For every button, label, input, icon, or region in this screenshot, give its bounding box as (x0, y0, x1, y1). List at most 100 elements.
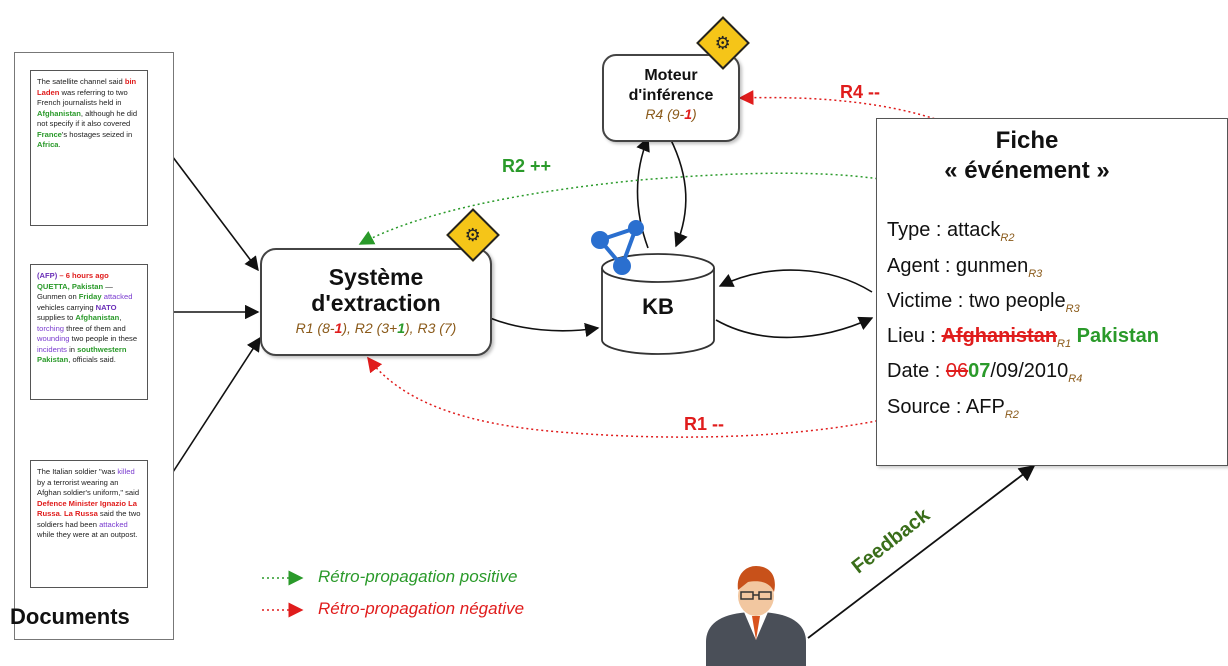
event-record-card: Fiche « événement » Type : attackR2 Agen… (876, 118, 1228, 466)
doc3-entity-minister: Defence Minister Ignazio La Russa (37, 498, 138, 519)
doc2-text-2: — Gunmen on (37, 281, 113, 302)
arrow-doc3-extraction (159, 336, 261, 493)
doc2-text-10: , officials said. (68, 355, 116, 364)
doc2-text-9: in (66, 344, 78, 354)
doc3-text-2: by a terrorist wearing an Afghan soldier… (37, 477, 140, 498)
field-source-value: Source : AFP (887, 396, 1005, 418)
field-agent-value: Agent : gunmen (887, 255, 1029, 277)
arrow-kb-fiche (715, 316, 874, 339)
arrow-kb-moteur (636, 136, 650, 249)
doc3-text-3: . (59, 509, 65, 518)
moteur-title-2: d'inférence (628, 87, 714, 104)
field-source-rule: R2 (1004, 409, 1019, 421)
field-type-value: Type : attack (887, 219, 1001, 241)
fiche-title-2: « événement » (944, 157, 1110, 184)
doc2-entity-quetta: QUETTA, Pakistan (37, 281, 104, 291)
rule-r2-delta: 1 (397, 320, 405, 336)
field-date: Date : 0607/09/2010R4 (887, 360, 1082, 385)
field-date-old: 06 (945, 360, 969, 382)
rule-r1-suffix: ), (342, 320, 351, 336)
legend-positive: Rétro-propagation positive (318, 567, 518, 586)
kb-network-icon (591, 220, 644, 275)
field-type-rule: R2 (1000, 232, 1015, 244)
field-date-label: Date : (887, 360, 946, 382)
doc1-entity-bin-laden: bin Laden (37, 77, 137, 97)
inference-engine-box: Moteur d'inférence R4 (9-1) (602, 54, 740, 142)
kb-cylinder (601, 253, 715, 355)
extraction-title-2: d'extraction (311, 290, 441, 316)
doc2-entity-afghanistan: Afghanistan (75, 313, 120, 322)
doc2-text-8: two people in these (69, 334, 138, 343)
legend-negative: Rétro-propagation négative (318, 599, 525, 618)
doc1-text-5: . (58, 140, 61, 149)
doc1-text-4: 's hostages seized in (61, 129, 133, 139)
doc2-entity-attacked: attacked (103, 292, 133, 301)
doc1-entity-afghanistan: Afghanistan (37, 108, 81, 118)
extraction-title-1: Système (328, 264, 424, 290)
doc3-entity-la-russa: La Russa (64, 509, 98, 518)
doc2-text-4: vehicles carrying (37, 302, 96, 312)
doc2-text-6: , (119, 313, 122, 322)
arrow-doc1-extraction (159, 139, 259, 272)
moteur-rule: R4 (9-1) (604, 106, 738, 122)
document-1: The satellite channel said bin Laden was… (30, 70, 148, 226)
doc2-entity-torching: torching (37, 323, 65, 333)
doc2-entity-friday: Friday (78, 292, 102, 301)
label-r4: R4 -- (840, 82, 880, 102)
doc2-text-7: three of them and (64, 323, 126, 333)
doc2-entity-afp: (AFP) (37, 271, 58, 280)
field-lieu-rule: R1 (1057, 338, 1072, 350)
field-lieu-label: Lieu : (887, 325, 942, 347)
doc2-text-1: – 6 hours ago (57, 271, 109, 280)
doc2-entity-incidents: incidents (37, 344, 67, 354)
doc1-entity-france: France (37, 129, 62, 139)
field-type: Type : attackR2 (887, 219, 1014, 244)
doc1-text-1: The satellite channel said (37, 77, 125, 86)
doc1-text-2: was referring to two French journalists … (37, 87, 128, 108)
field-date-rest: /09/2010 (990, 360, 1069, 382)
doc3-entity-attacked: attacked (99, 519, 128, 529)
arrow-r4-negative (738, 90, 1091, 286)
arrow-r2-positive (358, 172, 961, 245)
extraction-system-box: Système d'extraction R1 (8-1), R2 (3+1),… (260, 248, 492, 356)
moteur-title-1: Moteur (644, 67, 698, 84)
field-lieu-old: Afghanistan (941, 325, 1058, 347)
field-agent: Agent : gunmenR3 (887, 255, 1042, 280)
field-victime-value: Victime : two people (887, 290, 1066, 312)
fiche-title-1: Fiche (995, 127, 1059, 154)
rule-r4-delta: 1 (684, 106, 693, 122)
doc2-entity-nato: NATO (95, 302, 117, 312)
field-agent-rule: R3 (1028, 268, 1043, 280)
document-2: (AFP) – 6 hours ago QUETTA, Pakistan — G… (30, 264, 148, 400)
doc2-entity-wounding: wounding (37, 334, 70, 343)
extraction-rules: R1 (8-1), R2 (3+1), R3 (7) (262, 320, 490, 336)
doc3-entity-killed: killed (117, 467, 135, 476)
field-victime: Victime : two peopleR3 (887, 290, 1080, 315)
arrow-fiche-kb (718, 269, 873, 293)
arrow-feedback (807, 465, 1036, 639)
documents-label: Documents (10, 604, 130, 629)
arrow-moteur-kb (669, 137, 688, 248)
rule-r4-suffix: ) (692, 106, 697, 122)
doc1-text-3: , although he did not specify if it also… (37, 108, 138, 129)
doc2-text-5: supplies to (37, 313, 76, 322)
rule-r1-prefix: R1 (8- (295, 320, 335, 336)
rule-r2-suffix: ), (405, 320, 414, 336)
doc3-text-5: while they were at an outpost. (37, 530, 138, 539)
field-date-new: 07 (968, 360, 991, 382)
document-3: The Italian soldier "was killed by a ter… (30, 460, 148, 588)
doc1-entity-africa: Africa (37, 140, 59, 149)
field-victime-rule: R3 (1065, 303, 1080, 315)
field-lieu: Lieu : AfghanistanR1 Pakistan (887, 325, 1159, 350)
rule-r4-prefix: R4 (9- (645, 106, 685, 122)
rule-r2-prefix: R2 (3+ (350, 320, 398, 336)
doc3-text-4: said the two soldiers had been (37, 509, 141, 529)
doc2-entity-sw-pakistan: southwestern Pakistan (37, 344, 127, 365)
kb-label: KB (642, 294, 674, 319)
field-lieu-new: Pakistan (1076, 325, 1159, 347)
field-date-rule: R4 (1068, 373, 1083, 385)
doc3-text-1: The Italian soldier "was (37, 467, 118, 476)
user-icon (706, 566, 806, 666)
